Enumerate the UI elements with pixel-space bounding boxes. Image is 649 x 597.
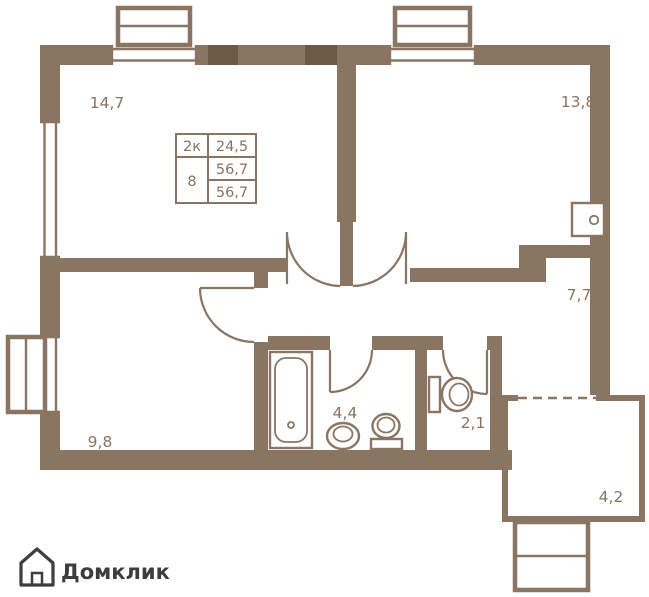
balcony-wall-bottom — [502, 516, 645, 522]
wall-room3-jamb — [254, 258, 268, 288]
window-icon — [388, 45, 477, 65]
room-area-label-hallway: 7,7 — [567, 286, 592, 304]
room-area-label-bathroom: 4,4 — [333, 404, 358, 422]
total-area-value: 56,7 — [216, 162, 248, 178]
domclick-house-icon — [19, 547, 55, 587]
living-area-value: 24,5 — [216, 139, 248, 155]
wall-room1-bottom — [60, 258, 287, 272]
wall-column — [305, 45, 337, 65]
door-arc-room1 — [285, 231, 341, 288]
wall-hall-top-a — [410, 268, 522, 282]
sink-icon — [325, 421, 361, 451]
window-icon — [110, 45, 198, 65]
room-area-label-bottom-left: 9,8 — [88, 433, 113, 451]
area-info-table: 2к 8 24,5 56,7 56,7 — [175, 133, 257, 204]
balcony-wall-left — [502, 395, 508, 522]
wall-room3-right — [254, 342, 268, 450]
balcony — [502, 395, 645, 593]
wall-bath-top-b — [372, 336, 415, 350]
wall-wc-top-a — [427, 336, 443, 350]
wall-column — [208, 45, 238, 65]
balcony-wall-top-left — [502, 395, 518, 401]
domclick-logo: Домклик — [19, 547, 170, 587]
floor-value: 8 — [187, 174, 196, 190]
room-labels: 14,7 13,8 7,7 9,8 4,4 2,1 4,2 — [88, 93, 624, 506]
logo-text: Домклик — [61, 560, 170, 584]
wc-toilet-icon — [427, 375, 474, 414]
room-area-label-wc: 2,1 — [461, 414, 486, 432]
walls — [40, 45, 610, 470]
room-area-label-balcony: 4,2 — [599, 488, 624, 506]
wall-central — [337, 65, 356, 222]
flat-type-value: 2к — [183, 139, 201, 155]
fixtures — [268, 201, 606, 451]
wall-hall-top-b — [546, 245, 590, 258]
room-area-label-top-right: 13,8 — [561, 93, 596, 111]
balcony-wall-top-right — [596, 395, 645, 401]
door-arc-room2 — [352, 231, 408, 288]
bathtub-icon — [268, 350, 314, 450]
doors — [198, 231, 489, 396]
window-icon — [40, 120, 60, 259]
kitchen-sink-icon — [570, 201, 606, 238]
wall-bath-wc-divider — [415, 336, 427, 450]
door-arc-bathroom — [328, 349, 374, 394]
wall-pillar — [519, 245, 546, 282]
toilet-icon — [369, 412, 404, 451]
domclick-house-door — [30, 571, 44, 585]
wall-bottom — [40, 450, 512, 470]
wall-wc-right — [490, 336, 502, 450]
balcony-wall-right — [639, 395, 645, 522]
door-arc-room3 — [198, 286, 255, 344]
wall-door-stub — [340, 222, 353, 286]
total-area-value-2: 56,7 — [216, 185, 248, 201]
room-area-label-top-left: 14,7 — [90, 94, 125, 112]
window-boxes — [5, 5, 473, 415]
wall-bath-top-a — [268, 336, 330, 350]
